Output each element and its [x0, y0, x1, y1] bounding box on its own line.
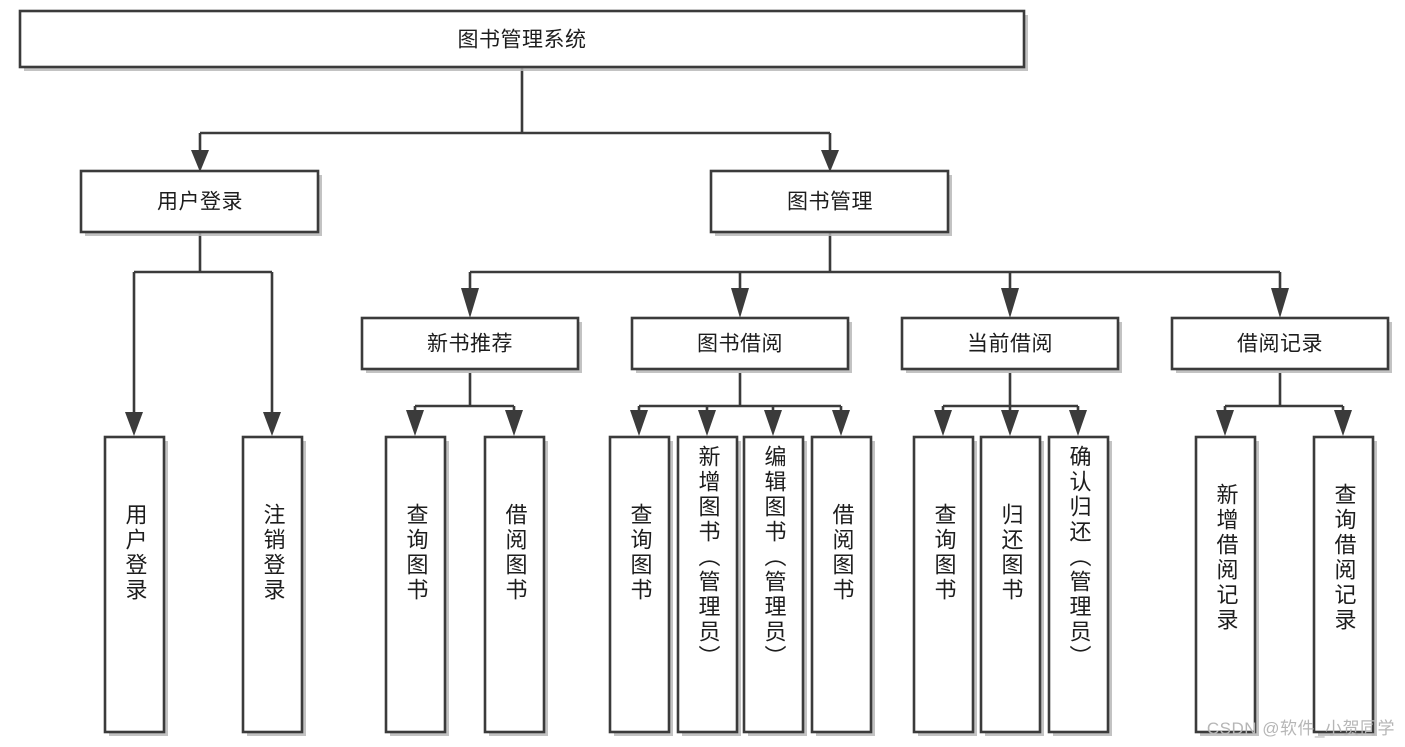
- leaf-boxes-current-borrow: [912, 435, 1112, 736]
- node-user-login[interactable]: 用户登录: [79, 169, 322, 236]
- arrow-head-book-manage: [821, 150, 839, 172]
- node-borrow-record-label: 借阅记录: [1237, 333, 1323, 356]
- node-book-manage-label: 图书管理: [787, 191, 873, 214]
- leaf-box-user-login[interactable]: [103, 435, 166, 734]
- arrow-head-br-leaf1: [1216, 410, 1234, 436]
- node-current-borrow-label: 当前借阅: [967, 333, 1053, 356]
- node-root-box: [18, 9, 1026, 69]
- leaf-boxes-book-borrow: [608, 435, 875, 736]
- node-user-login-label: 用户登录: [157, 191, 243, 214]
- arrow-head-bb-leaf4: [832, 410, 850, 436]
- node-new-book-box: [360, 316, 580, 371]
- node-current-borrow-box: [900, 316, 1120, 371]
- node-root[interactable]: 图书管理系统: [18, 9, 1028, 71]
- leaf-boxes-new-book: [384, 435, 548, 736]
- node-borrow-record[interactable]: 借阅记录: [1170, 316, 1392, 373]
- arrow-head-book-borrow: [731, 288, 749, 318]
- node-new-book-label: 新书推荐: [427, 333, 513, 356]
- arrow-head-nb-leaf1: [406, 410, 424, 436]
- node-book-manage-box: [709, 169, 950, 234]
- leaf-boxes-user-login: [103, 435, 306, 736]
- watermark: CSDN @软件_小贺同学: [1206, 719, 1395, 738]
- node-new-book-recommend[interactable]: 新书推荐: [360, 316, 582, 373]
- leaf-box-bb-edit[interactable]: [742, 435, 805, 734]
- arrow-head-cb-leaf1: [934, 410, 952, 436]
- leaf-box-bb-borrow[interactable]: [810, 435, 873, 734]
- leaf-box-cb-return[interactable]: [979, 435, 1042, 734]
- arrow-head-bb-leaf3: [764, 410, 782, 436]
- arrow-head-bb-leaf1: [630, 410, 648, 436]
- node-book-manage[interactable]: 图书管理: [709, 169, 952, 236]
- node-current-borrow[interactable]: 当前借阅: [900, 316, 1122, 373]
- arrow-head-current-borrow: [1001, 288, 1019, 318]
- arrow-head-br-leaf2: [1334, 410, 1352, 436]
- node-user-login-box: [79, 169, 320, 234]
- arrow-head-new-book: [461, 288, 479, 318]
- leaf-box-br-query[interactable]: [1312, 435, 1375, 734]
- arrow-head-nb-leaf2: [505, 410, 523, 436]
- leaf-box-cb-confirm[interactable]: [1047, 435, 1110, 734]
- arrow-head-cb-leaf2: [1001, 410, 1019, 436]
- arrow-head-leaf-logout: [263, 412, 281, 436]
- arrow-head-borrow-record: [1271, 288, 1289, 318]
- leaf-boxes-borrow-record: [1194, 435, 1377, 736]
- leaf-box-nb-borrow[interactable]: [483, 435, 546, 734]
- node-book-borrow-box: [630, 316, 850, 371]
- leaf-box-logout[interactable]: [241, 435, 304, 734]
- arrow-head-bb-leaf2: [698, 410, 716, 436]
- connector-layer: [125, 67, 1352, 436]
- arrow-head-user-login: [191, 150, 209, 172]
- arrow-head-leaf-user-login: [125, 412, 143, 436]
- node-book-borrow[interactable]: 图书借阅: [630, 316, 852, 373]
- arrow-head-cb-leaf3: [1069, 410, 1087, 436]
- leaf-box-bb-add[interactable]: [676, 435, 739, 734]
- node-root-label: 图书管理系统: [458, 29, 587, 52]
- leaf-box-bb-query[interactable]: [608, 435, 671, 734]
- leaf-box-cb-query[interactable]: [912, 435, 975, 734]
- node-book-borrow-label: 图书借阅: [697, 333, 783, 356]
- leaf-box-nb-query[interactable]: [384, 435, 447, 734]
- node-borrow-record-box: [1170, 316, 1390, 371]
- leaf-box-br-add[interactable]: [1194, 435, 1257, 734]
